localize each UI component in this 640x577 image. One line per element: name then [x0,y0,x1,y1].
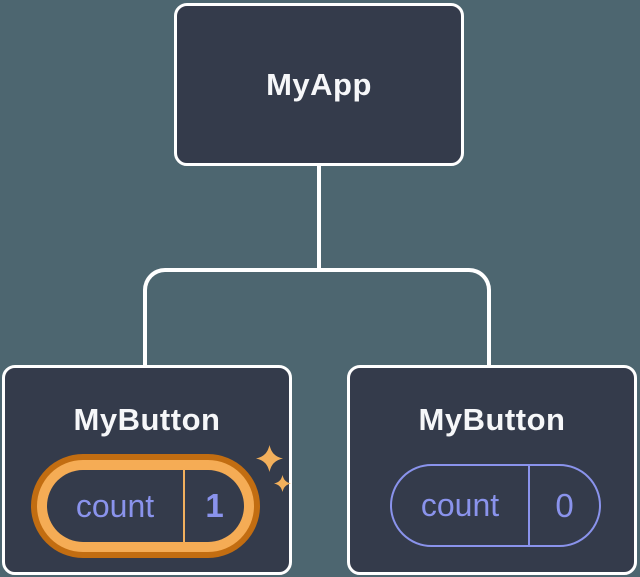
state-value: 0 [555,486,574,524]
sparkle-icon [274,475,291,492]
node-label-mybutton-left: MyButton [73,402,221,437]
state-pill-divider [183,470,185,542]
state-value: 1 [205,487,224,524]
connector-branch-bracket [143,268,491,365]
state-key-label: count [420,487,500,523]
state-pill-divider [528,466,530,545]
state-key-label: count [75,487,155,524]
sparkle-icon [256,445,283,472]
tree-node-myapp: MyApp [174,3,464,166]
state-pill-highlight-ring: count 1 [37,460,254,552]
tree-node-mybutton-right: MyButton count 0 [347,365,637,575]
state-pill-plain: count 0 [390,464,601,547]
state-pill-highlighted: count 1 [31,454,260,558]
connector-root-stem [317,164,321,270]
node-label-mybutton-right: MyButton [418,402,566,437]
state-pill-core: count 1 [47,470,244,542]
tree-node-mybutton-left: MyButton count 1 [2,365,292,575]
node-label-myapp: MyApp [266,66,372,102]
